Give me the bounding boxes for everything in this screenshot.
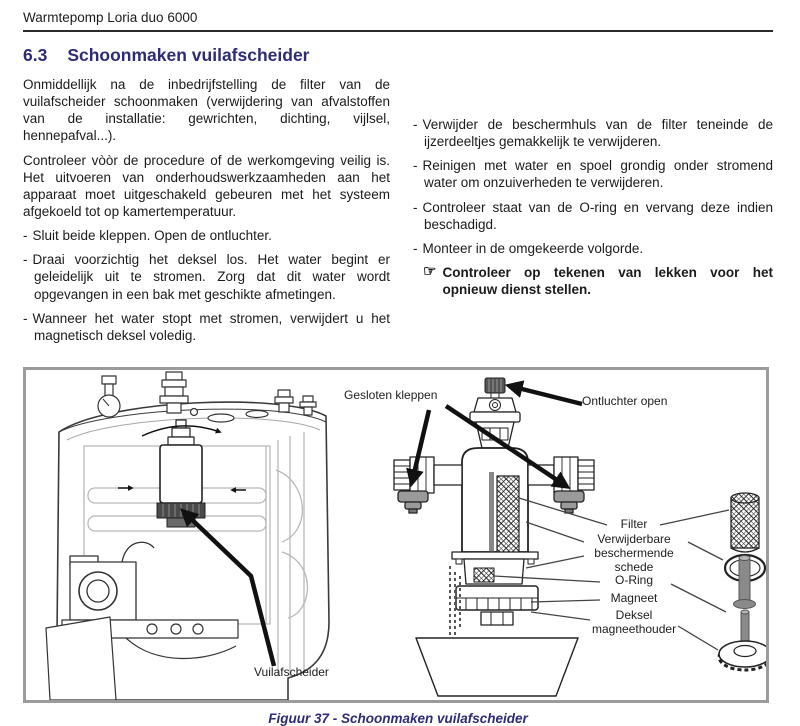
label-beschermende-schede: Verwijderbare beschermende schede: [594, 531, 674, 574]
section-title: Schoonmaken vuilafscheider: [67, 45, 310, 65]
list-item: Wanneer het water stopt met stromen, ver…: [23, 310, 391, 344]
magnet-exploded-part: [733, 554, 756, 609]
heat-pump-cutaway-drawing: [45, 371, 330, 700]
label-magneet: Magneet: [610, 590, 658, 605]
magnet-rod-in-place: [489, 471, 494, 584]
filter-exploded-part: [730, 492, 760, 553]
important-note: ☞ Controleer op tekenen van lekken voor …: [413, 262, 773, 298]
dirt-separator-drawing: [393, 377, 595, 697]
header-rule: [23, 30, 773, 32]
list-item: Controleer staat van de O-ring en vervan…: [413, 199, 774, 233]
label-o-ring: O-Ring: [614, 572, 653, 587]
figure-37: Gesloten kleppen Ontluchter open Filter …: [23, 366, 769, 703]
label-gesloten-kleppen: Gesloten kleppen: [344, 387, 438, 402]
left-valve-connection: [393, 456, 463, 514]
callout-arrows: [406, 380, 583, 489]
paragraph: Onmiddellijk na de inbedrijfstelling de …: [23, 77, 390, 144]
list-item: Verwijder de beschermhuls van de filter …: [413, 116, 774, 150]
note-text: Controleer op tekenen van lekken voor he…: [442, 264, 773, 298]
right-column: Verwijder de beschermhuls van de filter …: [413, 76, 774, 351]
list-item: Monteer in de omgekeerde volgorde.: [413, 240, 773, 257]
label-filter: Filter: [620, 516, 648, 531]
exploded-parts-drawing: [717, 492, 766, 672]
pointing-hand-icon: ☞: [423, 262, 437, 280]
section-heading: 6.3 Schoonmaken vuilafscheider: [23, 45, 773, 66]
figure-caption: Figuur 37 - Schoonmaken vuilafscheider: [268, 710, 528, 726]
label-deksel-magneethouder: Deksel magneethouder: [592, 607, 677, 636]
catch-bucket: [415, 637, 579, 697]
list-item: Draai voorzichtig het deksel los. Het wa…: [23, 251, 391, 302]
paragraph: Controleer vòòr de procedure of de werko…: [23, 152, 390, 219]
list-item: Sluit beide kleppen. Open de ontluchter.: [23, 227, 390, 244]
label-ontluchter-open: Ontluchter open: [582, 393, 668, 408]
document-header: Warmtepomp Loria duo 6000: [23, 10, 198, 25]
text-columns: Onmiddellijk na de inbedrijfstelling de …: [23, 76, 773, 351]
label-vuilafscheider: Vuilafscheider: [254, 664, 329, 679]
figure-drawing: [45, 371, 766, 700]
cap-holder-exploded-part: [717, 609, 766, 672]
magnet-holder-cap-part: [455, 585, 539, 626]
air-vent-part: [469, 377, 521, 423]
label-connector-lines: [493, 497, 730, 651]
left-column: Onmiddellijk na de inbedrijfstelling de …: [23, 76, 390, 351]
section-number: 6.3: [23, 45, 48, 65]
list-item: Reinigen met water en spoel grondig onde…: [413, 157, 774, 191]
